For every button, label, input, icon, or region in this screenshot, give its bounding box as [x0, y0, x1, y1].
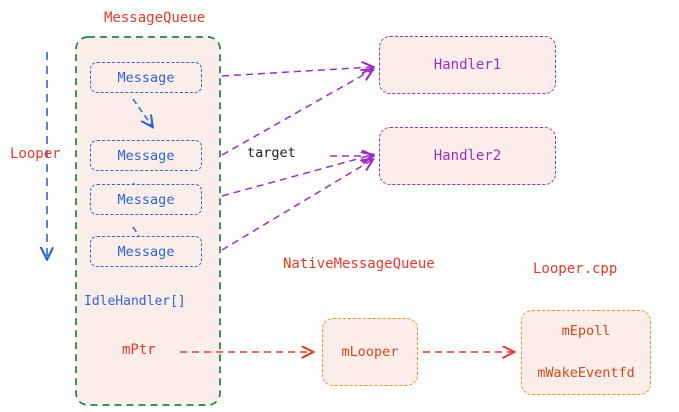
- message-node-1[interactable]: Message: [90, 62, 202, 93]
- idle-handler-label: IdleHandler[]: [84, 294, 186, 309]
- message-node-label: Message: [117, 69, 175, 86]
- message-node-label: Message: [117, 243, 175, 260]
- message1-to-handler1: [221, 67, 372, 77]
- message-queue-title: MessageQueue: [104, 10, 206, 26]
- message4-to-handler2: [221, 160, 372, 251]
- native-message-queue-title: NativeMessageQueue: [283, 256, 435, 272]
- handler-node-2[interactable]: Handler2: [379, 127, 556, 185]
- handler-node-label: Handler2: [433, 148, 502, 164]
- target-label: target: [247, 145, 296, 161]
- mlooper-node-label: mLooper: [341, 344, 399, 360]
- mwakeeventfd-label: mWakeEventfd: [537, 364, 635, 381]
- message2-to-handler1: [221, 70, 372, 156]
- looper-label: Looper: [10, 146, 61, 162]
- message-node-2[interactable]: Message: [90, 140, 202, 171]
- message-link-1: [132, 98, 152, 126]
- handler-node-1[interactable]: Handler1: [379, 36, 556, 94]
- mepoll-label: mEpoll: [561, 323, 611, 340]
- looper-cpp-title: Looper.cpp: [533, 261, 618, 277]
- message-node-3[interactable]: Message: [90, 184, 202, 215]
- message-node-4[interactable]: Message: [90, 236, 202, 267]
- message-node-label: Message: [117, 147, 175, 164]
- looper-cpp-node[interactable]: mEpoll mWakeEventfd: [521, 310, 651, 395]
- mlooper-node[interactable]: mLooper: [322, 318, 418, 386]
- message-node-label: Message: [117, 191, 175, 208]
- mptr-label: mPtr: [122, 342, 156, 358]
- handler-node-label: Handler1: [433, 57, 502, 73]
- message3-to-handler2: [221, 155, 372, 197]
